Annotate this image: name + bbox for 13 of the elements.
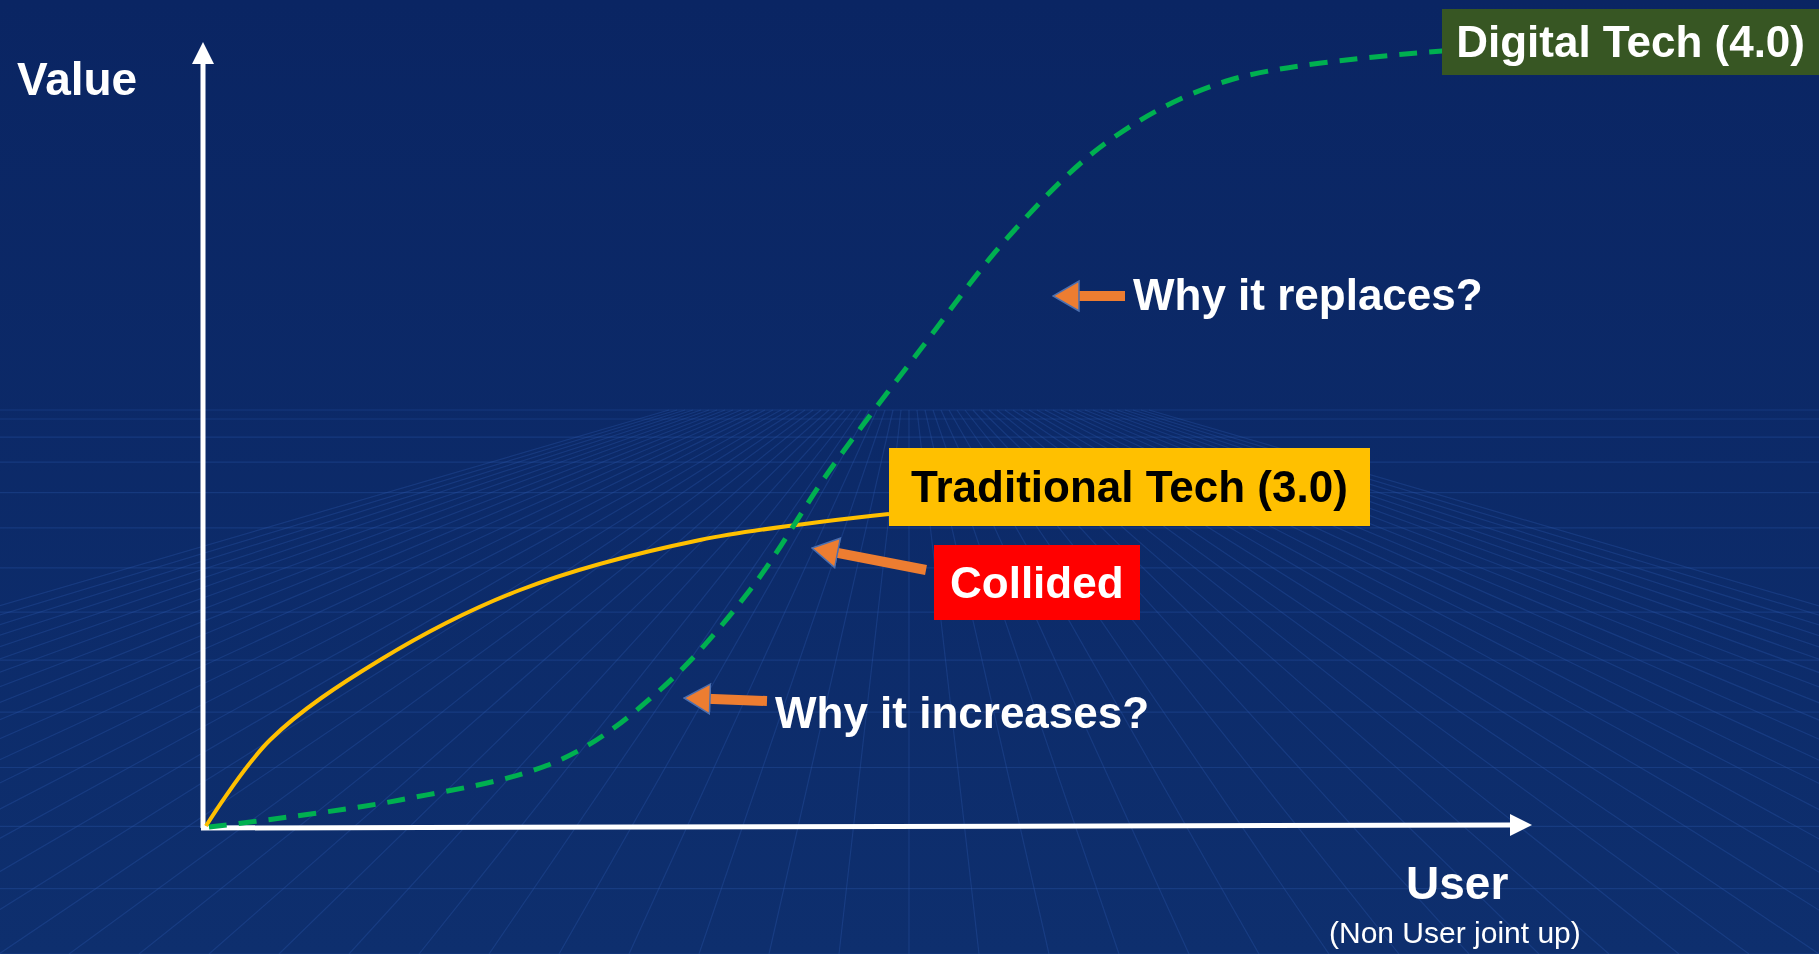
axis-label: Value xyxy=(17,52,138,106)
question-text: Why it replaces? xyxy=(1133,270,1483,319)
curve-line xyxy=(204,512,890,828)
label-box: Traditional Tech (3.0) xyxy=(889,448,1370,526)
axis-label: User xyxy=(1406,856,1509,910)
arrow xyxy=(1052,280,1125,312)
curve-line xyxy=(208,48,1443,830)
label-box: Collided xyxy=(934,545,1140,620)
question-text: Why it increases? xyxy=(775,688,1150,737)
label-box: Digital Tech (4.0) xyxy=(1442,9,1819,75)
arrow xyxy=(683,683,768,715)
arrow xyxy=(811,537,927,575)
axis-note: (Non User joint up) xyxy=(1329,916,1581,950)
